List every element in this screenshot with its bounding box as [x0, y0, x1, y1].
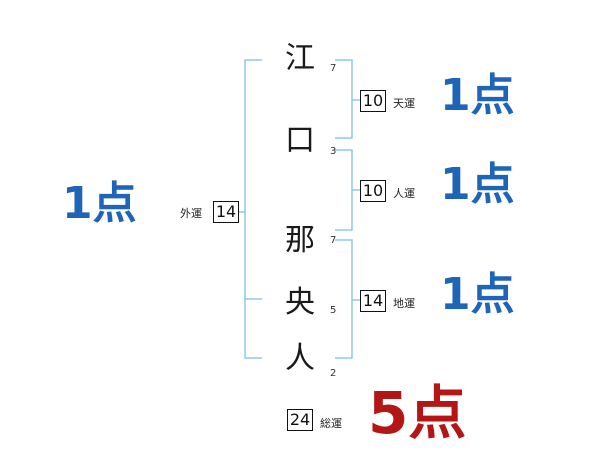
- chiun-bracket: [335, 239, 353, 359]
- souun-value-box: 24: [287, 409, 313, 431]
- gaiun-label: 外運: [180, 207, 202, 220]
- tenun-label: 天運: [393, 97, 415, 110]
- jinun-value-box: 10: [360, 180, 386, 202]
- name-char-2: 口: [285, 123, 315, 158]
- tenun-bracket: [335, 59, 353, 139]
- stroke-count-3: 7: [330, 235, 337, 246]
- name-char-3: 那: [285, 223, 315, 258]
- tenun-value-box: 10: [360, 90, 386, 112]
- name-char-4: 央: [285, 285, 315, 320]
- jinun-label: 人運: [393, 187, 415, 200]
- chiun-value-box: 14: [360, 290, 386, 312]
- stroke-count-1: 7: [330, 63, 337, 74]
- name-char-1: 江: [285, 41, 315, 76]
- stroke-count-2: 3: [330, 146, 337, 157]
- stroke-count-4: 5: [330, 305, 337, 316]
- chiun-score: 1点: [440, 269, 515, 320]
- souun-label: 総運: [320, 417, 342, 430]
- name-char-5: 人: [285, 341, 315, 376]
- chiun-label: 地運: [393, 297, 415, 310]
- tenun-score: 1点: [440, 70, 515, 121]
- souun-score: 5点: [368, 379, 467, 447]
- stroke-count-5: 2: [330, 368, 337, 379]
- jinun-score: 1点: [440, 159, 515, 210]
- gaiun-value-box: 14: [213, 201, 239, 223]
- gaiun-bracket: [244, 59, 262, 359]
- jinun-bracket: [335, 149, 353, 231]
- gaiun-score: 1点: [62, 178, 137, 229]
